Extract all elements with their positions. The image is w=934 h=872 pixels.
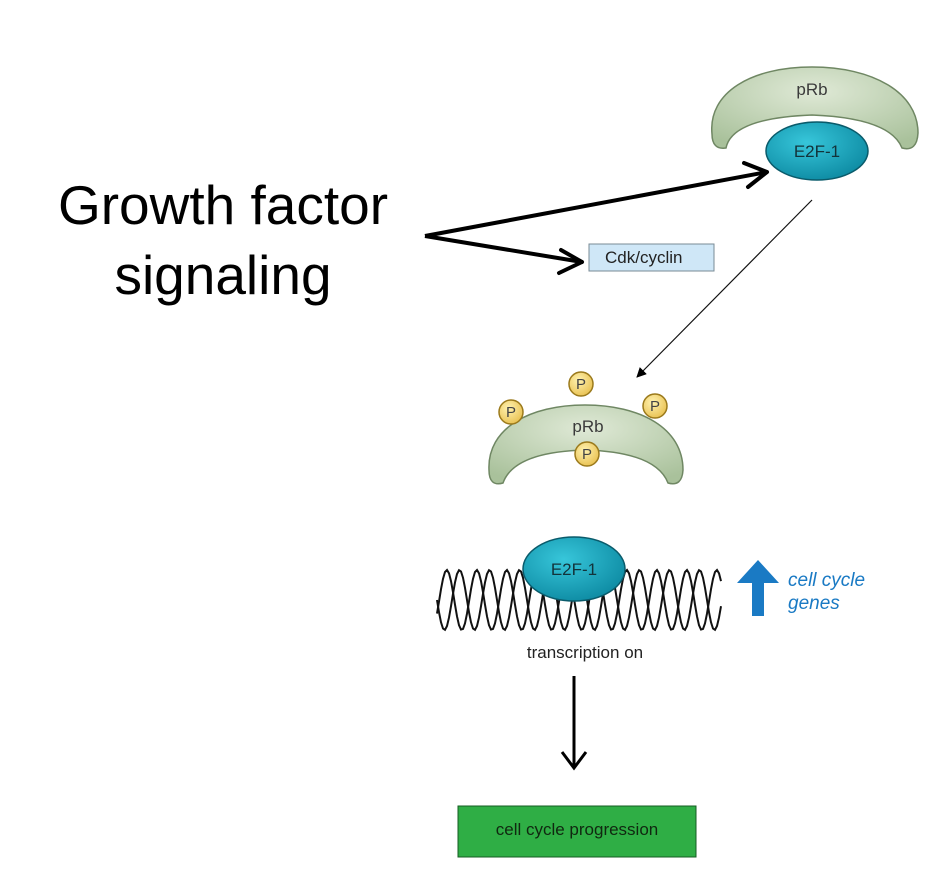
- phosphate-group-2: P: [568, 371, 594, 397]
- phosphate-label: P: [506, 404, 516, 421]
- title-line-2: signaling: [114, 244, 332, 306]
- arrow-to-complex: [424, 170, 768, 238]
- prb-top-shape: [711, 66, 919, 150]
- prb-phospho-label: pRb: [572, 417, 603, 436]
- phosphate-group-1: P: [498, 399, 524, 425]
- title-line-1: Growth factor: [57, 174, 389, 236]
- outcome-box: [457, 805, 697, 858]
- e2f-top: [765, 121, 869, 181]
- cdk-cyclin-box: [588, 243, 715, 272]
- arrow-to-cdk: [424, 234, 583, 264]
- prb-top-label: pRb: [796, 80, 827, 99]
- transcription-label: transcription on: [527, 643, 643, 662]
- genes-label-line1: cell cycle: [788, 570, 866, 591]
- phosphate-group-3: P: [642, 393, 668, 419]
- e2f-top-label: E2F-1: [794, 142, 840, 161]
- cdk-cyclin-label: Cdk/cyclin: [605, 248, 683, 267]
- genes-label-line2: genes: [788, 593, 840, 614]
- e2f-dna: [522, 536, 626, 602]
- up-arrow-icon: [737, 560, 779, 616]
- phosphate-label: P: [576, 376, 586, 393]
- phosphate-label: P: [582, 446, 592, 463]
- outcome-label: cell cycle progression: [495, 820, 659, 839]
- e2f-dna-label: E2F-1: [551, 560, 597, 579]
- phosphate-group-4: P: [574, 441, 600, 467]
- arrow-to-phospho: [636, 199, 813, 378]
- phosphate-label: P: [650, 398, 660, 415]
